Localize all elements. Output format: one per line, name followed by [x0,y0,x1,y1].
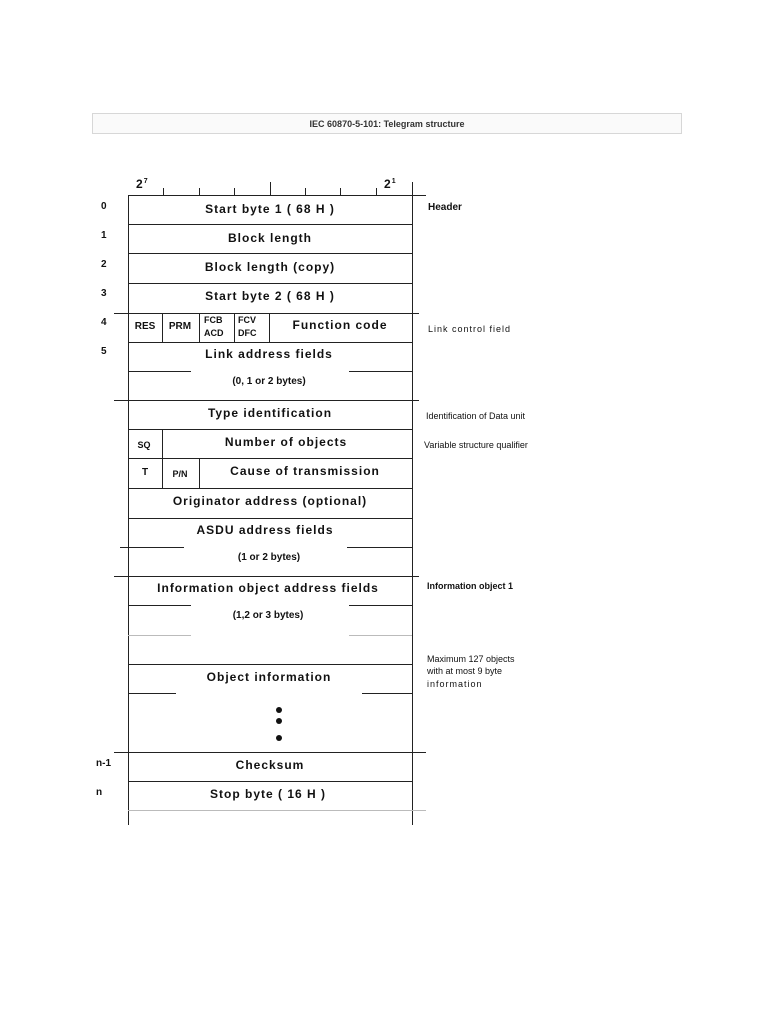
row-separator-faint [349,635,412,636]
row-separator [128,664,412,665]
row-separator [128,429,412,430]
start-byte-1: Start byte 1 ( 68 H ) [205,202,335,216]
link-address-size: (0, 1 or 2 bytes) [232,376,306,387]
row-number: 3 [101,288,107,299]
row-separator-partial [349,371,412,372]
row-separator-partial [362,693,412,694]
bit-tick [163,188,164,195]
checksum: Checksum [235,758,305,772]
number-of-objects: Number of objects [224,435,348,449]
row-separator [128,283,412,284]
row-separator-faint [128,635,191,636]
bit-tick [199,188,200,195]
bit-tick [376,188,377,195]
asdu-address-fields: ASDU address fields [196,523,334,537]
row-separator-partial [128,605,191,606]
row-separator [128,458,412,459]
res-bit: RES [134,321,156,332]
sq-divider [162,429,163,488]
diagram-title-banner: IEC 60870-5-101: Telegram structure [92,113,682,134]
bit-tick [305,188,306,195]
control-field-divider [234,313,235,342]
bit-scale-line [128,195,426,196]
stop-byte: Stop byte ( 16 H ) [209,787,327,801]
bit-tick [412,182,413,195]
pn-divider [199,458,200,488]
row-separator [128,781,412,782]
row-separator-partial [347,547,412,548]
row-separator [128,488,412,489]
bit-lsb-label: 21 [384,177,397,191]
originator-address: Originator address (optional) [172,494,368,508]
row-separator-partial [128,371,191,372]
bit-tick [234,188,235,195]
row-number: 1 [101,230,107,241]
ellipsis-dot [276,735,282,741]
row-number: n [96,787,103,798]
link-control-label: Link control field [428,324,512,334]
asdu-address-size: (1 or 2 bytes) [237,552,301,563]
bit-tick [270,182,271,195]
block-length: Block length [227,231,313,245]
ellipsis-dot [276,707,282,713]
row-number: 4 [101,317,107,328]
fcb-bit: FCB [204,315,223,325]
sq-bit: SQ [137,440,151,450]
max-objects-line-1: Maximum 127 objects [427,654,515,664]
control-field-divider [199,313,200,342]
information-object-label: Information object 1 [427,581,514,591]
ellipsis-dot [276,718,282,724]
section-separator [114,400,419,401]
row-separator [128,518,412,519]
row-number: 5 [101,346,107,357]
section-separator [114,576,419,577]
pn-bit: P/N [172,469,188,479]
information-object-address-fields: Information object address fields [157,581,379,595]
vsq-label: Variable structure qualifier [424,440,528,450]
type-identification: Type identification [207,406,333,420]
dfc-bit: DFC [238,328,257,338]
object-information: Object information [206,670,332,684]
fcv-bit: FCV [238,315,256,325]
t-bit: T [141,467,149,478]
row-number: 2 [101,259,107,270]
row-separator [128,253,412,254]
row-separator-partial [349,605,412,606]
acd-bit: ACD [204,328,224,338]
start-byte-2: Start byte 2 ( 68 H ) [205,289,335,303]
max-objects-line-2: with at most 9 byte [427,666,503,676]
frame-right-border [412,195,413,825]
diagram-title: IEC 60870-5-101: Telegram structure [309,118,465,129]
function-code: Function code [292,318,388,332]
row-number: n-1 [96,758,111,769]
max-objects-line-3: information [427,679,483,689]
row-separator-partial [128,693,176,694]
block-length-copy: Block length (copy) [204,260,336,274]
ioa-size: (1,2 or 3 bytes) [232,610,304,621]
control-field-divider [162,313,163,342]
cause-of-transmission: Cause of transmission [230,464,380,478]
section-separator [114,752,426,753]
row-separator-faint [128,810,426,811]
bit-tick [340,188,341,195]
row-separator [114,313,419,314]
header-label: Header [428,202,462,213]
prm-bit: PRM [168,321,192,332]
control-field-divider [269,313,270,342]
link-address-fields: Link address fields [205,347,333,361]
row-separator [128,342,412,343]
row-separator [128,224,412,225]
bit-msb-label: 27 [136,177,149,191]
data-unit-label: Identification of Data unit [426,411,526,421]
row-separator-partial [120,547,184,548]
frame-left-border [128,195,129,825]
row-number: 0 [101,201,107,212]
